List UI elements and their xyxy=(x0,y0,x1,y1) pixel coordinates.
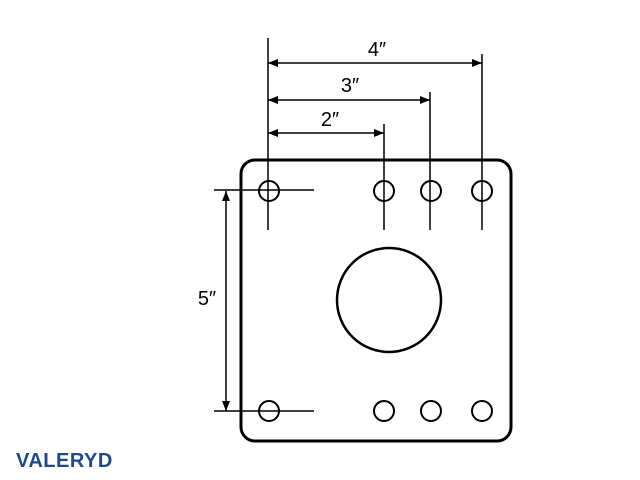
hole-bottom-3in xyxy=(420,400,442,422)
hole-top-left xyxy=(258,180,280,202)
hole-bottom-2in xyxy=(373,400,395,422)
dimension-label-2in: 2″ xyxy=(321,109,339,131)
plate-outline xyxy=(239,158,513,443)
dimension-label-5in: 5″ xyxy=(198,288,216,310)
hole-top-3in xyxy=(420,180,442,202)
center-hole xyxy=(335,246,443,354)
hole-bottom-4in xyxy=(471,400,493,422)
dimension-label-3in: 3″ xyxy=(341,75,359,97)
dimension-label-4in: 4″ xyxy=(368,39,386,61)
brand-logo: VALERYD xyxy=(16,450,113,472)
